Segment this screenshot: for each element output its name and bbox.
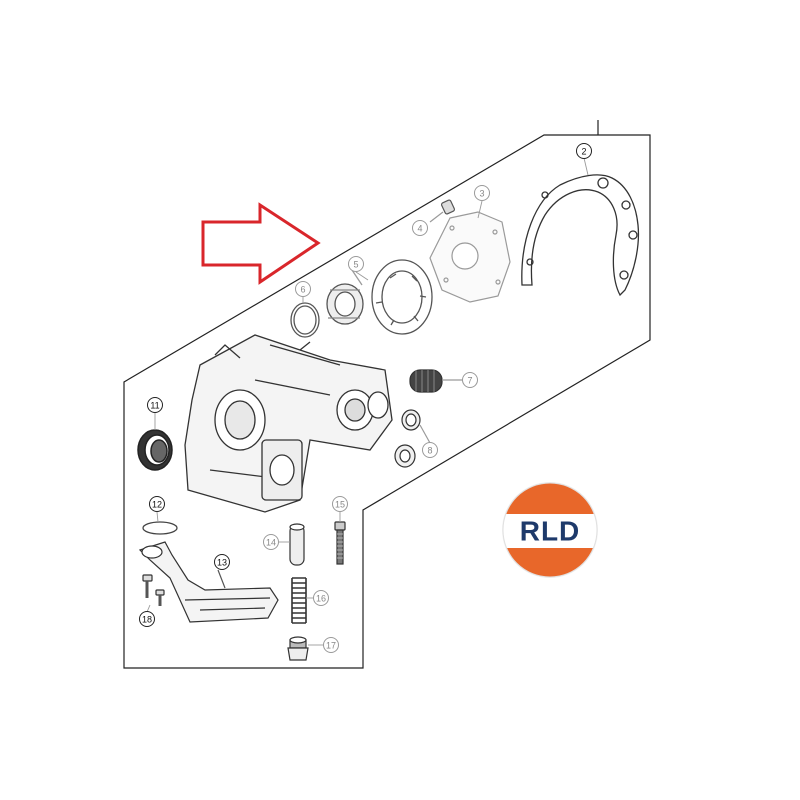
callout-circle <box>263 534 279 550</box>
callout-13: 13 <box>214 554 230 570</box>
callout-15: 15 <box>332 496 348 512</box>
callout-leaders <box>146 157 589 646</box>
callout-circle <box>149 496 165 512</box>
callout-17: 17 <box>323 637 339 653</box>
part-small-screw <box>429 199 456 223</box>
callout-circle <box>214 554 230 570</box>
callout-label: 7 <box>467 376 472 386</box>
callout-label: 12 <box>152 500 162 510</box>
callout-14: 14 <box>263 534 279 550</box>
callout-circle <box>576 143 592 159</box>
callout-label: 18 <box>142 615 152 625</box>
part-pickup-bolts <box>142 574 165 606</box>
part-long-bolt <box>334 521 346 565</box>
part-front-seal <box>137 429 173 471</box>
callout-circle <box>474 185 490 201</box>
rld-logo-text: RLD <box>520 516 581 547</box>
part-relief-plunger <box>289 523 305 566</box>
part-cover-gasket <box>521 174 640 297</box>
callout-18: 18 <box>139 611 155 627</box>
callout-7: 7 <box>462 372 478 388</box>
part-retainer-cap <box>287 636 309 661</box>
callout-circle <box>323 637 339 653</box>
callout-12: 12 <box>149 496 165 512</box>
callout-circle <box>313 590 329 606</box>
callout-8: 8 <box>422 442 438 458</box>
part-pickup-tube <box>138 541 279 623</box>
part-filter-screen <box>409 369 462 393</box>
part-oil-pump-housing <box>184 334 393 513</box>
callout-circle <box>422 442 438 458</box>
callout-circle <box>462 372 478 388</box>
callout-2: 2 <box>576 143 592 159</box>
callout-4: 4 <box>412 220 428 236</box>
callout-circle <box>332 496 348 512</box>
rld-logo-icon: RLD <box>502 482 598 578</box>
callout-11: 11 <box>147 397 163 413</box>
callout-label: 13 <box>217 558 227 568</box>
callout-3: 3 <box>474 185 490 201</box>
callout-label: 6 <box>300 285 305 295</box>
callout-circle <box>147 397 163 413</box>
right-arrow-icon <box>201 202 321 285</box>
part-pump-plate <box>429 211 511 303</box>
callout-group: 2 3 4 5 6 7 8 11 12 13 14 15 16 17 18 <box>139 143 592 653</box>
part-o-ring-large <box>290 302 320 338</box>
callout-circle <box>412 220 428 236</box>
part-o-ring-small <box>142 521 178 535</box>
callout-label: 16 <box>316 594 326 604</box>
part-relief-spring <box>291 577 307 624</box>
callout-label: 17 <box>326 641 336 651</box>
callout-label: 5 <box>353 260 358 270</box>
part-bushings <box>394 409 431 468</box>
callout-label: 11 <box>150 401 159 411</box>
callout-16: 16 <box>313 590 329 606</box>
diagram-frame <box>123 120 651 669</box>
callout-circle <box>139 611 155 627</box>
callout-label: 4 <box>417 224 422 234</box>
callout-label: 15 <box>335 500 345 510</box>
callout-label: 8 <box>427 446 432 456</box>
callout-circle <box>295 281 311 297</box>
callout-6: 6 <box>295 281 311 297</box>
callout-circle <box>348 256 364 272</box>
callout-label: 14 <box>266 538 276 548</box>
part-pump-gears <box>326 259 433 335</box>
callout-label: 3 <box>479 189 484 199</box>
callout-label: 2 <box>581 147 586 157</box>
callout-5: 5 <box>348 256 364 272</box>
